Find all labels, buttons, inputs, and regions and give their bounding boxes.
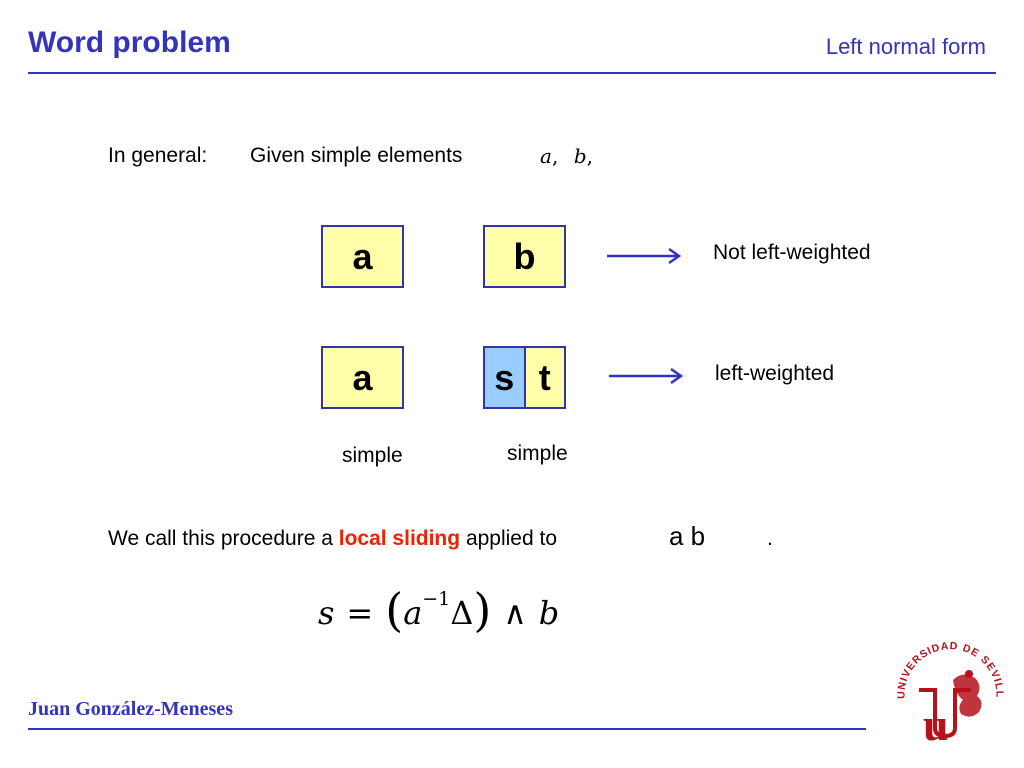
- arrow-right-icon: [607, 247, 682, 265]
- formula: s = ( a −1 Δ ) ∧ b: [318, 583, 559, 643]
- box-a-row1: a: [321, 225, 404, 288]
- formula-exponent: −1: [422, 588, 451, 610]
- slide-title: Word problem: [28, 26, 231, 59]
- comma-1: ,: [551, 144, 559, 168]
- svg-text:UNIVERSIDAD DE SEVILLA: UNIVERSIDAD DE SEVILLA: [893, 640, 1006, 699]
- procedure-sentence: We call this procedure a local sliding a…: [108, 527, 557, 551]
- intro-text: Given simple elements: [250, 144, 463, 167]
- row2-result: left-weighted: [715, 362, 835, 385]
- box-t: t: [525, 348, 564, 407]
- box-b-row1: b: [483, 225, 566, 288]
- arrow-right-icon: [609, 367, 684, 385]
- formula-wedge: ∧: [503, 594, 527, 632]
- sentence-word: a b: [669, 521, 706, 551]
- sentence-after: applied to: [465, 527, 558, 550]
- formula-rhs: b: [538, 594, 560, 632]
- comma-2: ,: [586, 144, 594, 168]
- formula-paren-open: (: [385, 583, 404, 637]
- formula-base: a: [403, 594, 423, 632]
- sentence-before: We call this procedure a: [108, 527, 333, 550]
- author-name: Juan González-Meneses: [28, 698, 233, 720]
- box-s: s: [485, 348, 526, 407]
- intro-label: In general:: [108, 144, 208, 167]
- header-divider: [28, 72, 996, 74]
- footer-divider: [28, 728, 866, 730]
- local-sliding-term: local sliding: [338, 527, 461, 550]
- math-b: b: [573, 144, 587, 168]
- box-st-row2: s t: [483, 346, 566, 409]
- formula-lhs: s: [318, 594, 335, 632]
- formula-delta: Δ: [450, 594, 474, 632]
- section-title: Left normal form: [825, 34, 986, 59]
- row1-result: Not left-weighted: [713, 241, 871, 264]
- university-seal-icon: UNIVERSIDAD DE SEVILLA u: [893, 640, 1006, 750]
- formula-equals: =: [346, 594, 374, 632]
- svg-text:u: u: [923, 699, 949, 750]
- sentence-period: .: [767, 527, 773, 550]
- math-a: a: [540, 144, 552, 168]
- formula-paren-close: ): [473, 583, 492, 637]
- box-a-row2: a: [321, 346, 404, 409]
- simple-label-right: simple: [507, 442, 568, 465]
- simple-label-left: simple: [342, 444, 403, 467]
- intro-math: a, b,: [540, 144, 593, 169]
